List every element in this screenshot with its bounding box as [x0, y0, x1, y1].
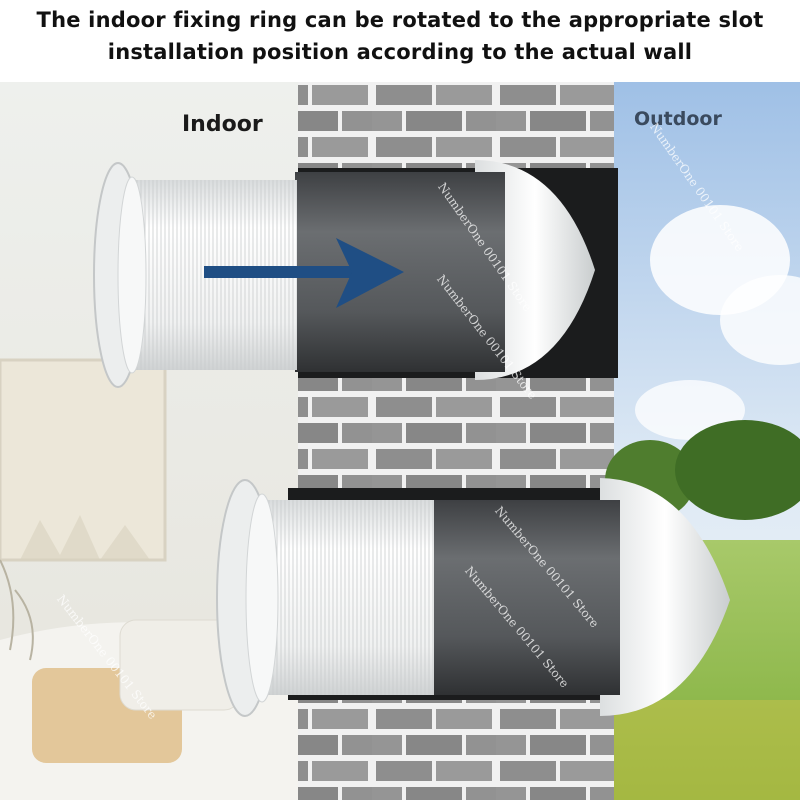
ring-inner-top — [117, 176, 147, 374]
indoor-label: Indoor — [182, 112, 263, 137]
installation-scene — [0, 82, 800, 800]
flower-patch — [614, 700, 800, 800]
outdoor-hood-bottom — [600, 478, 730, 716]
plant — [0, 559, 34, 661]
airflow-arrow-shaft — [204, 266, 354, 278]
caption-line-1: The indoor fixing ring can be rotated to… — [36, 8, 764, 32]
vent-assembly-top — [93, 160, 618, 388]
caption-header: The indoor fixing ring can be rotated to… — [0, 0, 800, 82]
airflow-arrow-head — [336, 238, 404, 308]
grey-pipe-bottom — [430, 500, 620, 695]
caption-line-2: installation position according to the a… — [107, 40, 693, 64]
vent-assembly-bottom — [216, 478, 730, 717]
picture-art — [20, 515, 150, 560]
hose-ribs-bottom — [262, 500, 434, 695]
tree — [675, 420, 800, 520]
cloud — [720, 275, 800, 365]
outdoor-label: Outdoor — [634, 108, 722, 130]
ring-inner-bottom — [245, 493, 279, 703]
